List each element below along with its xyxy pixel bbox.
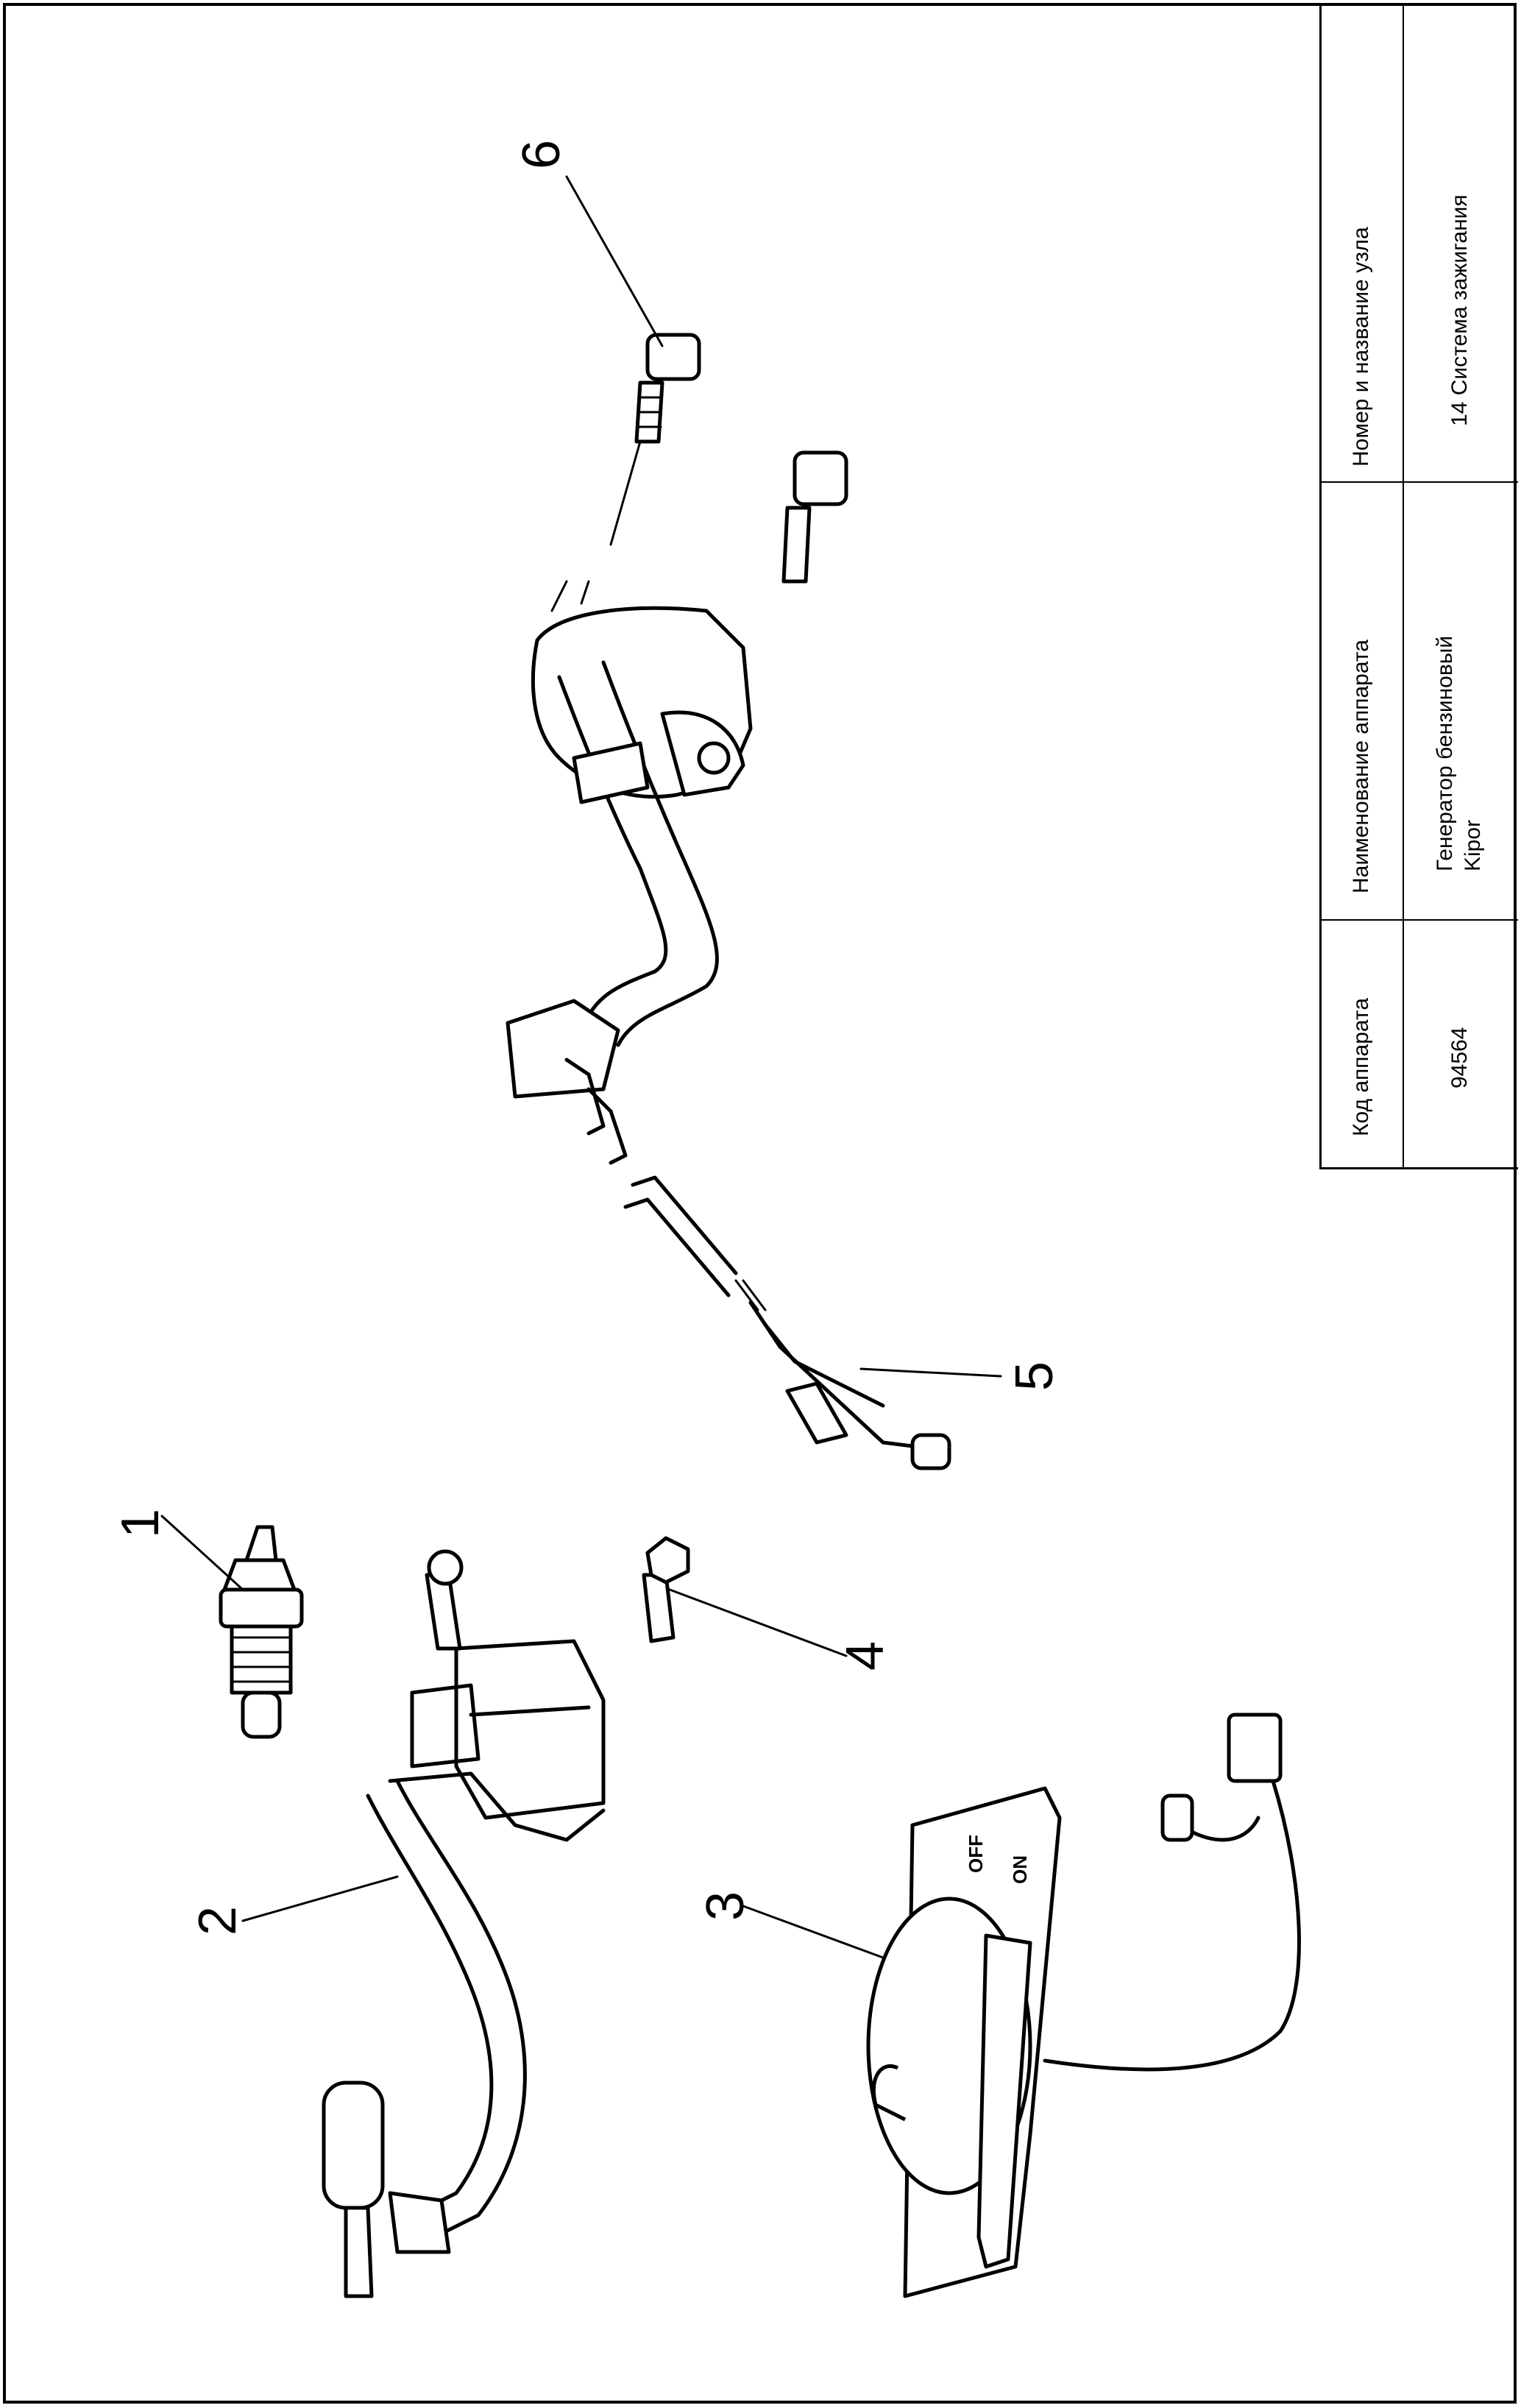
drawing-sheet-border xyxy=(3,3,1517,2404)
leader-line-5 xyxy=(859,1367,1002,1378)
leader-line-6 xyxy=(565,175,664,347)
screw-mount xyxy=(781,450,848,584)
callout-6: 6 xyxy=(512,140,571,169)
stop-wire xyxy=(623,1175,951,1470)
spark-plug xyxy=(219,1525,304,1739)
callout-5: 5 xyxy=(1005,1361,1064,1391)
leader-line-6b xyxy=(609,440,642,546)
switch-on-label: ON xyxy=(1009,1855,1031,1884)
title-block-row-divider-2 xyxy=(1322,919,1518,921)
leader-line-3 xyxy=(742,1905,884,1959)
screw-6 xyxy=(634,333,701,444)
title-block-column-divider xyxy=(1403,3,1404,1167)
ignition-switch: OFF ON xyxy=(866,1713,1301,2298)
switch-off-label: OFF xyxy=(965,1835,987,1873)
title-block: Номер и название узла Наименование аппар… xyxy=(1319,3,1518,1169)
callout-1: 1 xyxy=(111,1509,170,1538)
leader-line-2 xyxy=(241,1875,399,1922)
callout-4: 4 xyxy=(836,1641,895,1671)
ht-lead-assembly xyxy=(506,580,753,1165)
leader-line-4 xyxy=(668,1588,848,1657)
bolt-4 xyxy=(642,1536,690,1643)
callout-3: 3 xyxy=(696,1891,755,1921)
callout-2: 2 xyxy=(188,1906,247,1936)
leader-line-1 xyxy=(160,1515,244,1591)
title-block-row-divider-1 xyxy=(1322,481,1518,483)
ignition-coil xyxy=(322,1549,606,2298)
